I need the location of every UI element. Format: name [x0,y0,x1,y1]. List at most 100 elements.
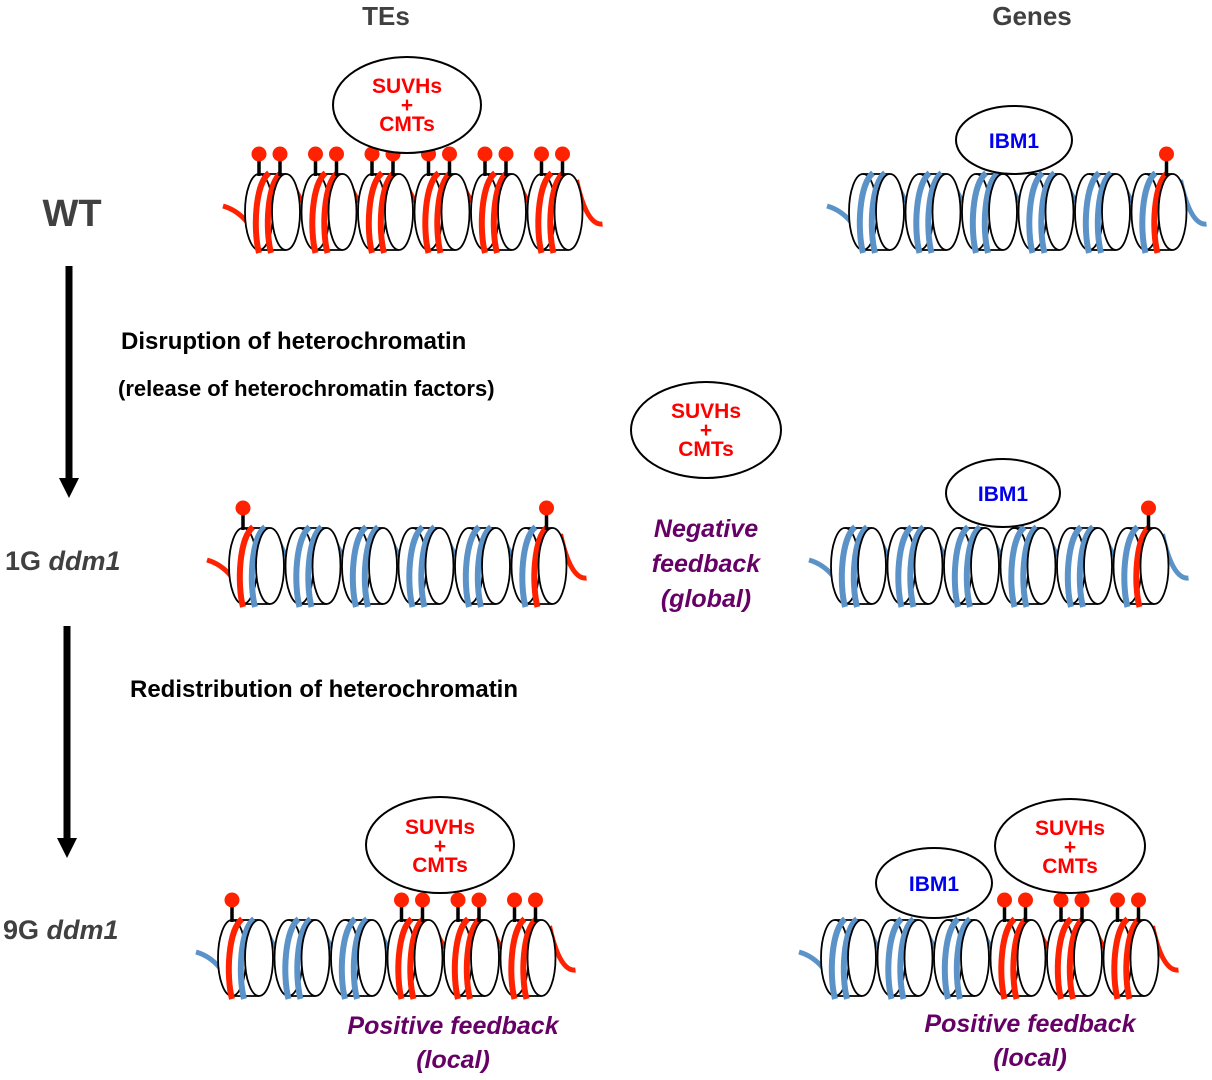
ibm1-complex-9g-genes: IBM1 [875,847,993,919]
unmethylated-dna-strand [1094,170,1114,254]
unmethylated-dna-strand [237,916,257,1000]
nucleosome [386,892,444,1000]
methylated-dna-strand [236,524,256,608]
nucleosome-front-face [1044,173,1075,251]
methylation-mark-icon [1141,500,1156,516]
nucleosome [848,170,905,254]
stage-9g-prefix: 9G [3,915,47,945]
nucleosome-front-face [1101,173,1131,251]
unmethylated-dna-strand [963,524,983,608]
methylation-mark-icon [329,146,344,162]
stage-label-9g: 9G ddm1 [3,915,119,945]
complex-ellipse [332,56,482,154]
methylated-dna-strand [407,916,426,1000]
nucleosome-front-face [1026,527,1057,605]
complex-ellipse [365,796,515,894]
chromatin-fibers [195,146,1207,1000]
suvh-cmt-complex-wt-tes: SUVHs + CMTs [332,56,482,154]
methylation-mark-icon [224,892,240,908]
unmethylated-dna-strand [1121,524,1140,608]
column-header-genes: Genes [992,1,1072,31]
methylated-dna-strand [1133,524,1152,608]
dna-tail-left [798,949,825,970]
complex-text-cmts: CMTs [678,438,734,461]
unmethylated-dna-strand [1064,524,1084,608]
nucleosome-front-face [384,173,414,251]
methylation-mark-icon [450,892,466,908]
ibm1-complex-wt-genes: IBM1 [955,105,1073,175]
nucleosome-front-face [311,527,342,605]
nucleosome [526,146,584,254]
unmethylated-dna-strand [895,524,914,608]
methylation-mark-icon [1159,146,1174,162]
methylation-mark-icon [251,146,267,162]
nucleosome [330,916,387,1000]
complex-text-cmts: CMTs [412,854,468,877]
nucleosome-front-face [497,173,527,251]
feedback-positive-gene-line2: (local) [993,1044,1067,1072]
unmethylated-dna-strand [1020,524,1039,608]
suvh-cmt-complex-9g-genes: SUVHs + CMTs [994,798,1146,894]
unmethylated-dna-strand [282,916,301,1000]
unmethylated-dna-strand [951,524,971,608]
methylated-dna-strand [225,916,245,1000]
chromatin-fiber-g1-genes [808,500,1189,608]
nucleosome-front-face [1016,919,1047,997]
unmethylated-dna-strand [519,524,538,608]
unmethylated-dna-strand [953,916,973,1000]
column-header-tes: TEs [362,1,410,31]
nucleosome [284,524,342,608]
methylation-mark-icon [415,892,430,908]
arrow-1g-to-9g [57,626,77,858]
methylation-mark-icon [997,892,1012,908]
unmethylated-dna-strand [840,916,860,1000]
nucleosome-front-face [244,919,274,997]
nucleosome-front-face [847,919,877,997]
chromatin-fiber-wt-genes [826,146,1207,254]
unmethylated-dna-strand [406,524,425,608]
methylated-dna-strand [1066,916,1086,1000]
step-disruption: Disruption of heterochromatin [121,328,466,355]
unmethylated-dna-strand [828,916,848,1000]
complex-text-plus: + [700,419,712,442]
unmethylated-dna-strand [1082,170,1102,254]
nucleosome-front-face [357,919,387,997]
nucleosome [1112,500,1170,608]
methylated-dna-strand [309,170,328,254]
nucleosome-front-face [903,919,934,997]
unmethylated-dna-strand [349,524,369,608]
nucleosome [341,524,398,608]
dna-tail-left [222,203,249,224]
nucleosome-front-face [368,527,398,605]
methylation-mark-icon [477,146,493,162]
complex-ellipse [630,381,782,479]
methylated-dna-strand [535,170,554,254]
nucleosome [217,892,274,1000]
complex-text-plus: + [401,94,413,117]
feedback-negative-line3: (global) [661,585,751,613]
methylation-mark-icon [507,892,522,908]
methylated-dna-strand [264,170,284,254]
nucleosome [886,524,944,608]
unmethylated-dna-strand [248,524,268,608]
unmethylated-dna-strand [981,170,1001,254]
unmethylated-dna-strand [885,916,904,1000]
nucleosome-front-face [537,527,568,605]
methylated-dna-strand [1054,916,1074,1000]
complex-text-ibm1: IBM1 [909,873,959,896]
nucleosome-front-face [553,173,584,251]
methylation-mark-icon [364,146,380,162]
dna-tail-left [206,557,233,578]
methylated-dna-strand [451,916,471,1000]
methylated-dna-strand [377,170,397,254]
chromatin-fiber-g9-tes [195,892,576,1000]
methylated-dna-strand [1151,170,1170,254]
unmethylated-dna-strand [969,170,989,254]
methylated-dna-strand [463,916,483,1000]
methylation-mark-icon [272,146,288,162]
arrow-wt-to-1g [59,266,79,498]
nucleosome [943,524,1000,608]
nucleosome-front-face [470,919,500,997]
nucleosome-front-face [875,173,905,251]
